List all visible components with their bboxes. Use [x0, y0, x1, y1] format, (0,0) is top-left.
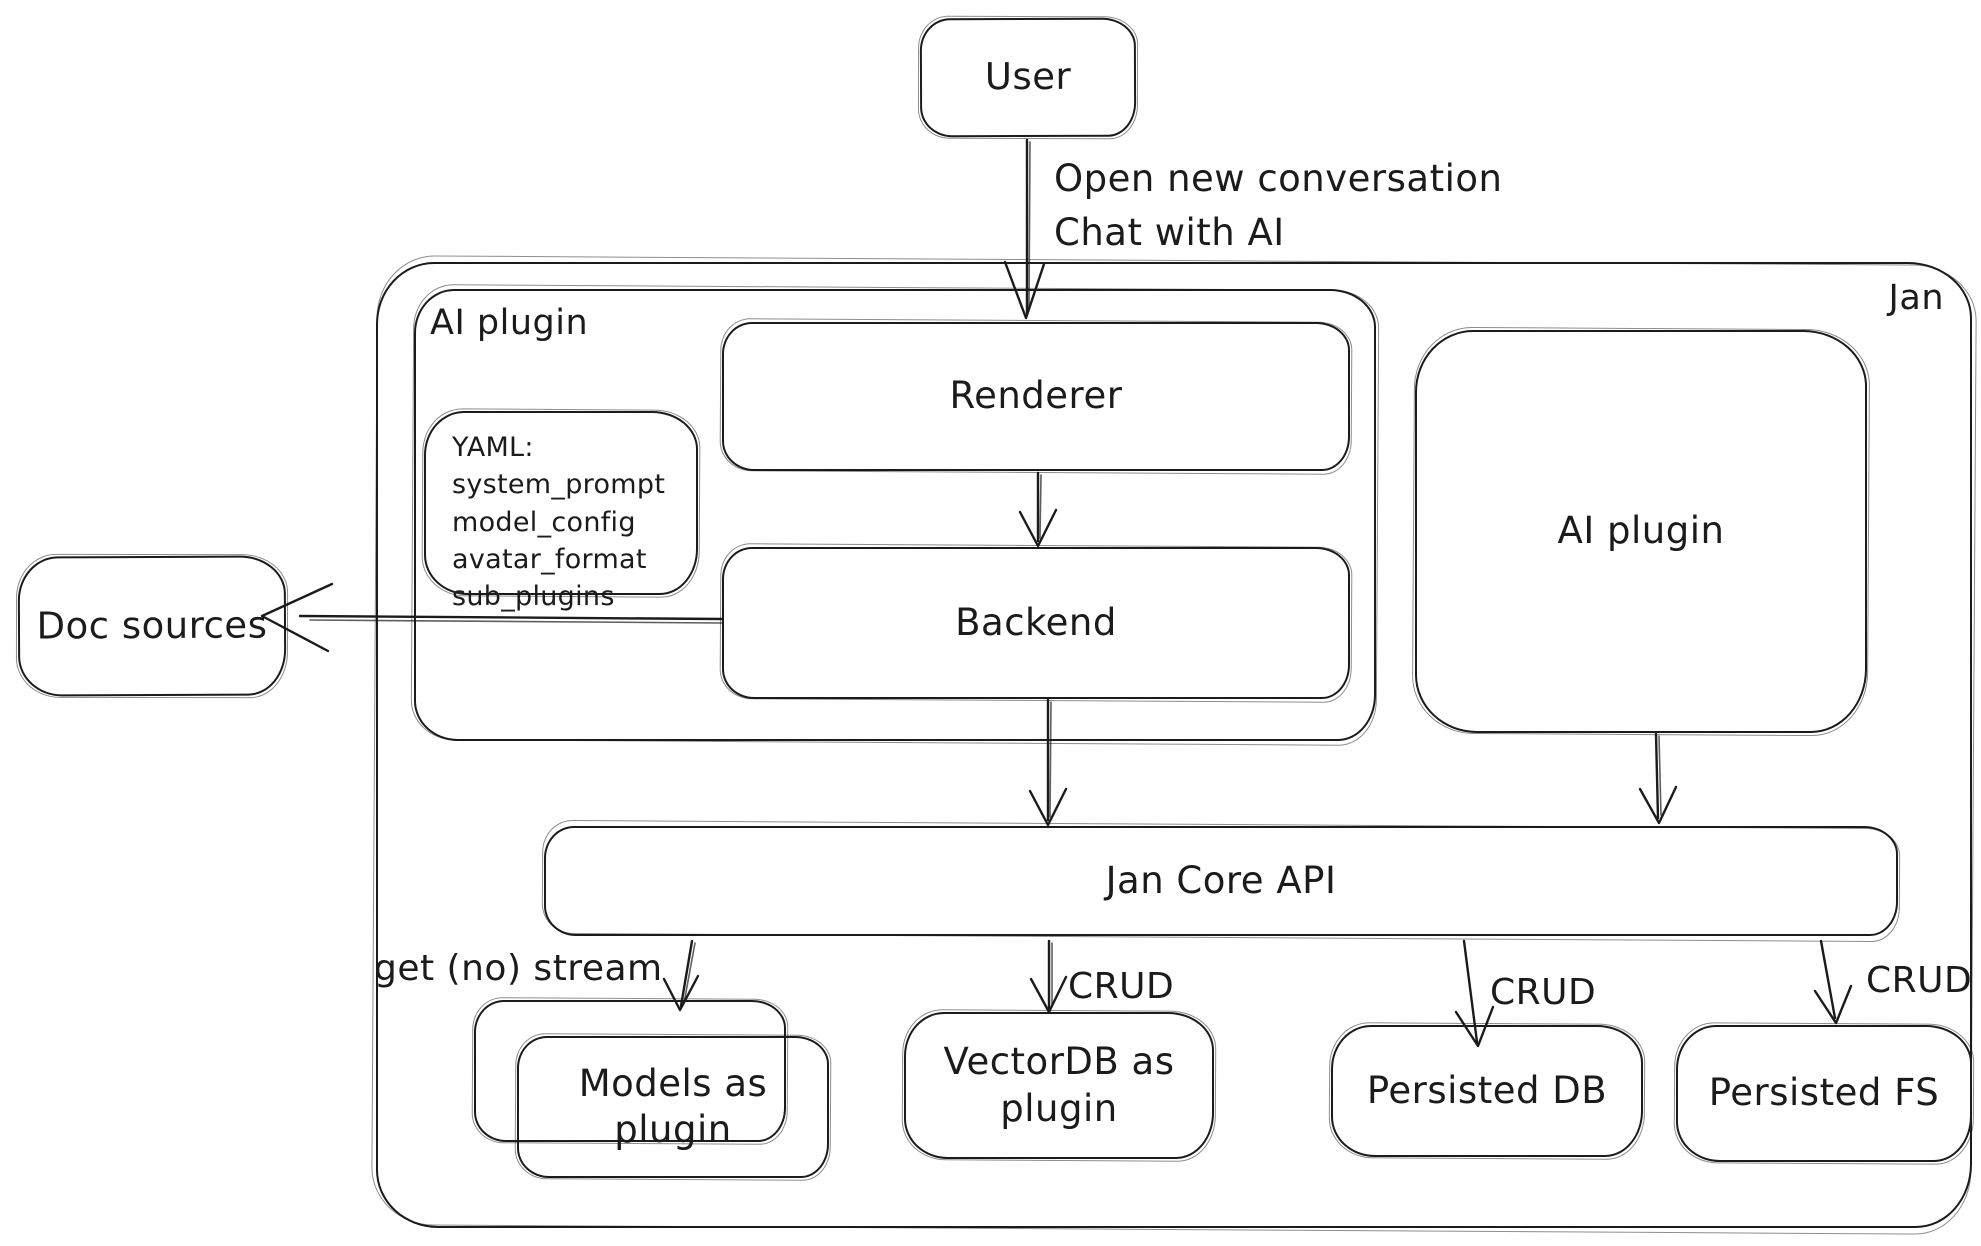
renderer-node: Renderer — [722, 322, 1350, 471]
doc-sources-node: Doc sources — [17, 555, 287, 697]
ai-plugin-right-label: AI plugin — [1557, 509, 1725, 553]
ai-plugin-right-node: AI plugin — [1415, 330, 1867, 733]
jan-container-label: Jan — [1888, 278, 1944, 318]
user-edge-label: Open new conversation Chat with AI — [1054, 152, 1502, 259]
jan-container: Jan — [376, 262, 1972, 1228]
user-label: User — [984, 55, 1072, 99]
get-no-stream-label: get (no) stream — [374, 948, 663, 989]
persisted-fs-label: Persisted FS — [1708, 1071, 1940, 1115]
yaml-note-text: YAML: system_prompt model_config avatar_… — [452, 432, 666, 612]
user-node: User — [919, 17, 1137, 138]
vectordb-plugin-node: VectorDB as plugin — [904, 1012, 1214, 1159]
jan-core-api-label: Jan Core API — [1105, 858, 1337, 902]
renderer-label: Renderer — [949, 374, 1123, 418]
persisted-db-label: Persisted DB — [1366, 1068, 1608, 1112]
ai-plugin-group: AI plugin — [414, 289, 1376, 741]
crud-vectordb-label: CRUD — [1068, 966, 1175, 1007]
doc-sources-label: Doc sources — [36, 603, 268, 648]
crud-persisted-db-label: CRUD — [1490, 972, 1597, 1013]
persisted-db-node: Persisted DB — [1331, 1025, 1643, 1157]
user-edge-label-line2: Chat with AI — [1054, 210, 1285, 254]
backend-label: Backend — [955, 600, 1117, 644]
user-edge-label-line1: Open new conversation — [1054, 157, 1503, 200]
vectordb-plugin-label: VectorDB as plugin — [943, 1040, 1175, 1130]
ai-plugin-group-label: AI plugin — [430, 303, 589, 343]
backend-node: Backend — [722, 547, 1350, 699]
yaml-note: YAML: system_prompt model_config avatar_… — [424, 411, 698, 612]
models-plugin-node: Models as plugin — [517, 1036, 829, 1178]
crud-persisted-fs-label: CRUD — [1866, 960, 1973, 1001]
jan-core-api-node: Jan Core API — [544, 826, 1898, 936]
persisted-fs-node: Persisted FS — [1676, 1025, 1972, 1162]
models-plugin-label: Models as plugin — [578, 1061, 768, 1151]
